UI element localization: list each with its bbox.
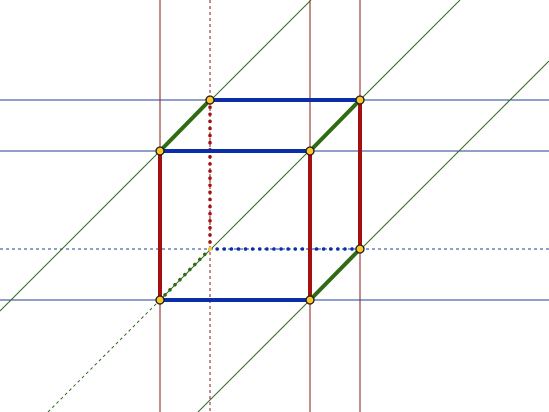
vertex-front-top-right	[305, 146, 315, 156]
vertex-back-bottom-right	[355, 244, 365, 254]
vertex-back-top-right	[355, 95, 365, 105]
diagonal-guide-bottom-right	[197, 60, 549, 412]
hidden-edges	[158, 98, 362, 302]
vertex-front-top-left	[155, 146, 165, 156]
hidden-edge-depth	[158, 247, 212, 302]
vertex-back-top-left	[205, 95, 215, 105]
vertex-front-bottom-left	[155, 295, 165, 305]
edge-bottom-right-depth	[308, 247, 362, 302]
vertex-back-bottom-left-hidden	[208, 247, 212, 251]
visible-edges	[158, 98, 362, 302]
vertices	[155, 95, 365, 305]
vertex-front-bottom-right	[305, 295, 315, 305]
edge-top-left-depth	[158, 98, 212, 153]
diagonal-guide-bottom-left-hidden	[47, 299, 161, 412]
diagonal-guide-top-left	[0, 0, 312, 312]
edge-top-right-depth	[308, 98, 362, 153]
